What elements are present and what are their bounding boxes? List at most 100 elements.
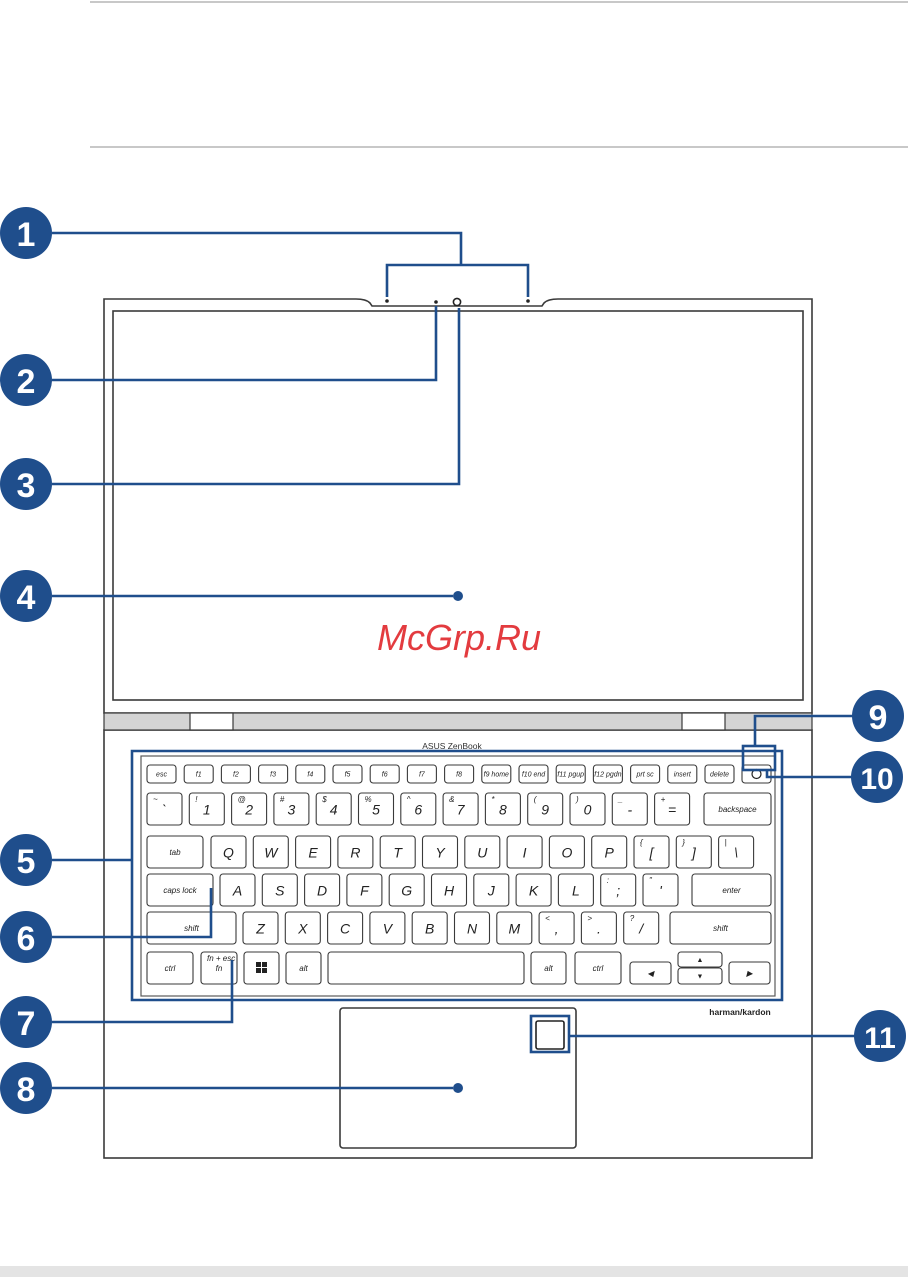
key-home-5: G: [388, 873, 425, 907]
microphone-right: [526, 299, 530, 303]
key-home-4: F: [346, 873, 383, 907]
key-num-12: =+: [654, 792, 691, 826]
svg-text:8: 8: [17, 1071, 36, 1109]
key-num-10: 0): [569, 792, 606, 826]
key-home-9: L: [557, 873, 594, 907]
key-label: .: [597, 920, 601, 936]
callout-3: 3: [0, 458, 52, 510]
fingerprint-sensor: [535, 1020, 565, 1050]
key-fn-10: f10 end: [518, 764, 549, 784]
key-label: 2: [244, 801, 253, 817]
key-label: ]: [690, 844, 697, 860]
key-shift-label: ?: [630, 914, 635, 923]
key-shift-label: ^: [407, 795, 411, 804]
key-fn-2: f2: [220, 764, 251, 784]
key-shift-label: }: [681, 838, 685, 847]
key-shift-label: @: [238, 795, 246, 804]
key-home-2: S: [261, 873, 298, 907]
key-bottom-8: ,<: [538, 911, 575, 945]
svg-text:11: 11: [864, 1022, 896, 1055]
svg-text:5: 5: [17, 843, 36, 881]
key-arrow-left: ◀: [629, 961, 672, 985]
key-shift-label: #: [280, 795, 285, 804]
key-label: S: [275, 882, 285, 898]
key-ctrl-left: ctrl: [146, 951, 194, 985]
key-label: Z: [255, 920, 265, 936]
key-label: ctrl: [165, 964, 176, 973]
callout-6: 6: [0, 911, 52, 963]
key-num-5: 5%: [357, 792, 395, 826]
key-bottom-10: /?: [623, 911, 660, 945]
key-num-6: 6^: [400, 792, 437, 826]
key-shift-label: $: [321, 795, 327, 804]
callout-11: 11: [854, 1010, 906, 1062]
svg-text:3: 3: [17, 467, 36, 505]
callout-10: 10: [851, 751, 903, 803]
key-num-7: 7&: [442, 792, 479, 826]
key-label: prt sc: [636, 772, 655, 779]
key-fn-4: f4: [295, 764, 326, 784]
key-shift-label: +: [661, 795, 666, 804]
key-label: U: [477, 844, 488, 860]
key-label: 7: [457, 801, 466, 817]
key-shift-label: ~: [153, 795, 158, 804]
key-label: O: [561, 844, 572, 860]
key-top-4: R: [337, 835, 374, 869]
callout-dots: [453, 591, 463, 1093]
key-label: ctrl: [593, 964, 604, 973]
key-label: ;: [616, 882, 620, 898]
key-num-11: -_: [611, 792, 648, 826]
key-num-4: 4$: [315, 792, 352, 826]
svg-text:6: 6: [17, 920, 36, 958]
key-label: M: [508, 920, 520, 936]
key-arrow-right: ▶: [728, 961, 771, 985]
key-label: R: [350, 844, 360, 860]
key-label: Y: [435, 844, 446, 860]
brand-label: ASUS ZenBook: [422, 741, 482, 751]
key-label: -: [627, 801, 632, 817]
key-top-3: E: [295, 835, 332, 869]
key-label: f12 pgdn: [594, 772, 621, 779]
microphone-left: [385, 299, 389, 303]
key-top-13: \|: [718, 835, 755, 869]
key-fn-1: f1: [183, 764, 214, 784]
key-label: T: [393, 844, 403, 860]
key-home-6: H: [430, 873, 468, 907]
key-fn-0: esc: [146, 764, 177, 784]
key-num-1: 1!: [188, 792, 225, 826]
key-fn-13: prt sc: [630, 764, 661, 784]
key-home-1: A: [219, 873, 256, 907]
key-shift-label: fn + esc: [207, 954, 235, 963]
key-label: 5: [372, 801, 380, 817]
key-shift-label: %: [365, 795, 372, 804]
key-num-0: `~: [146, 792, 183, 826]
key-shift-label: _: [617, 795, 622, 804]
svg-text:2: 2: [17, 363, 36, 401]
key-label: 9: [541, 801, 549, 817]
key-label: f6: [382, 772, 388, 779]
key-label: F: [360, 882, 370, 898]
key-shift-label: ): [575, 795, 579, 804]
key-label: tab: [169, 848, 181, 857]
key-label: shift: [713, 924, 728, 933]
key-shift-label: &: [449, 795, 454, 804]
key-label: fn: [216, 964, 223, 973]
key-top-10: P: [591, 835, 628, 869]
key-shift-label: :: [607, 876, 609, 885]
key-enter: enter: [691, 873, 772, 907]
key-label: ': [659, 882, 663, 898]
key-label: backspace: [718, 805, 757, 814]
key-label: ◀: [647, 969, 655, 978]
callout-2: 2: [0, 354, 52, 406]
key-num-9: 9(: [527, 792, 564, 826]
key-fn-12: f12 pgdn: [592, 764, 623, 784]
callout-1: 1: [0, 207, 52, 259]
key-home-11: '": [642, 873, 679, 907]
key-bottom-3: C: [327, 911, 364, 945]
key-fn-9: f9 home: [481, 764, 512, 784]
key-fn-5: f5: [332, 764, 363, 784]
svg-text:1: 1: [17, 216, 36, 254]
key-num-3: 3#: [273, 792, 310, 826]
